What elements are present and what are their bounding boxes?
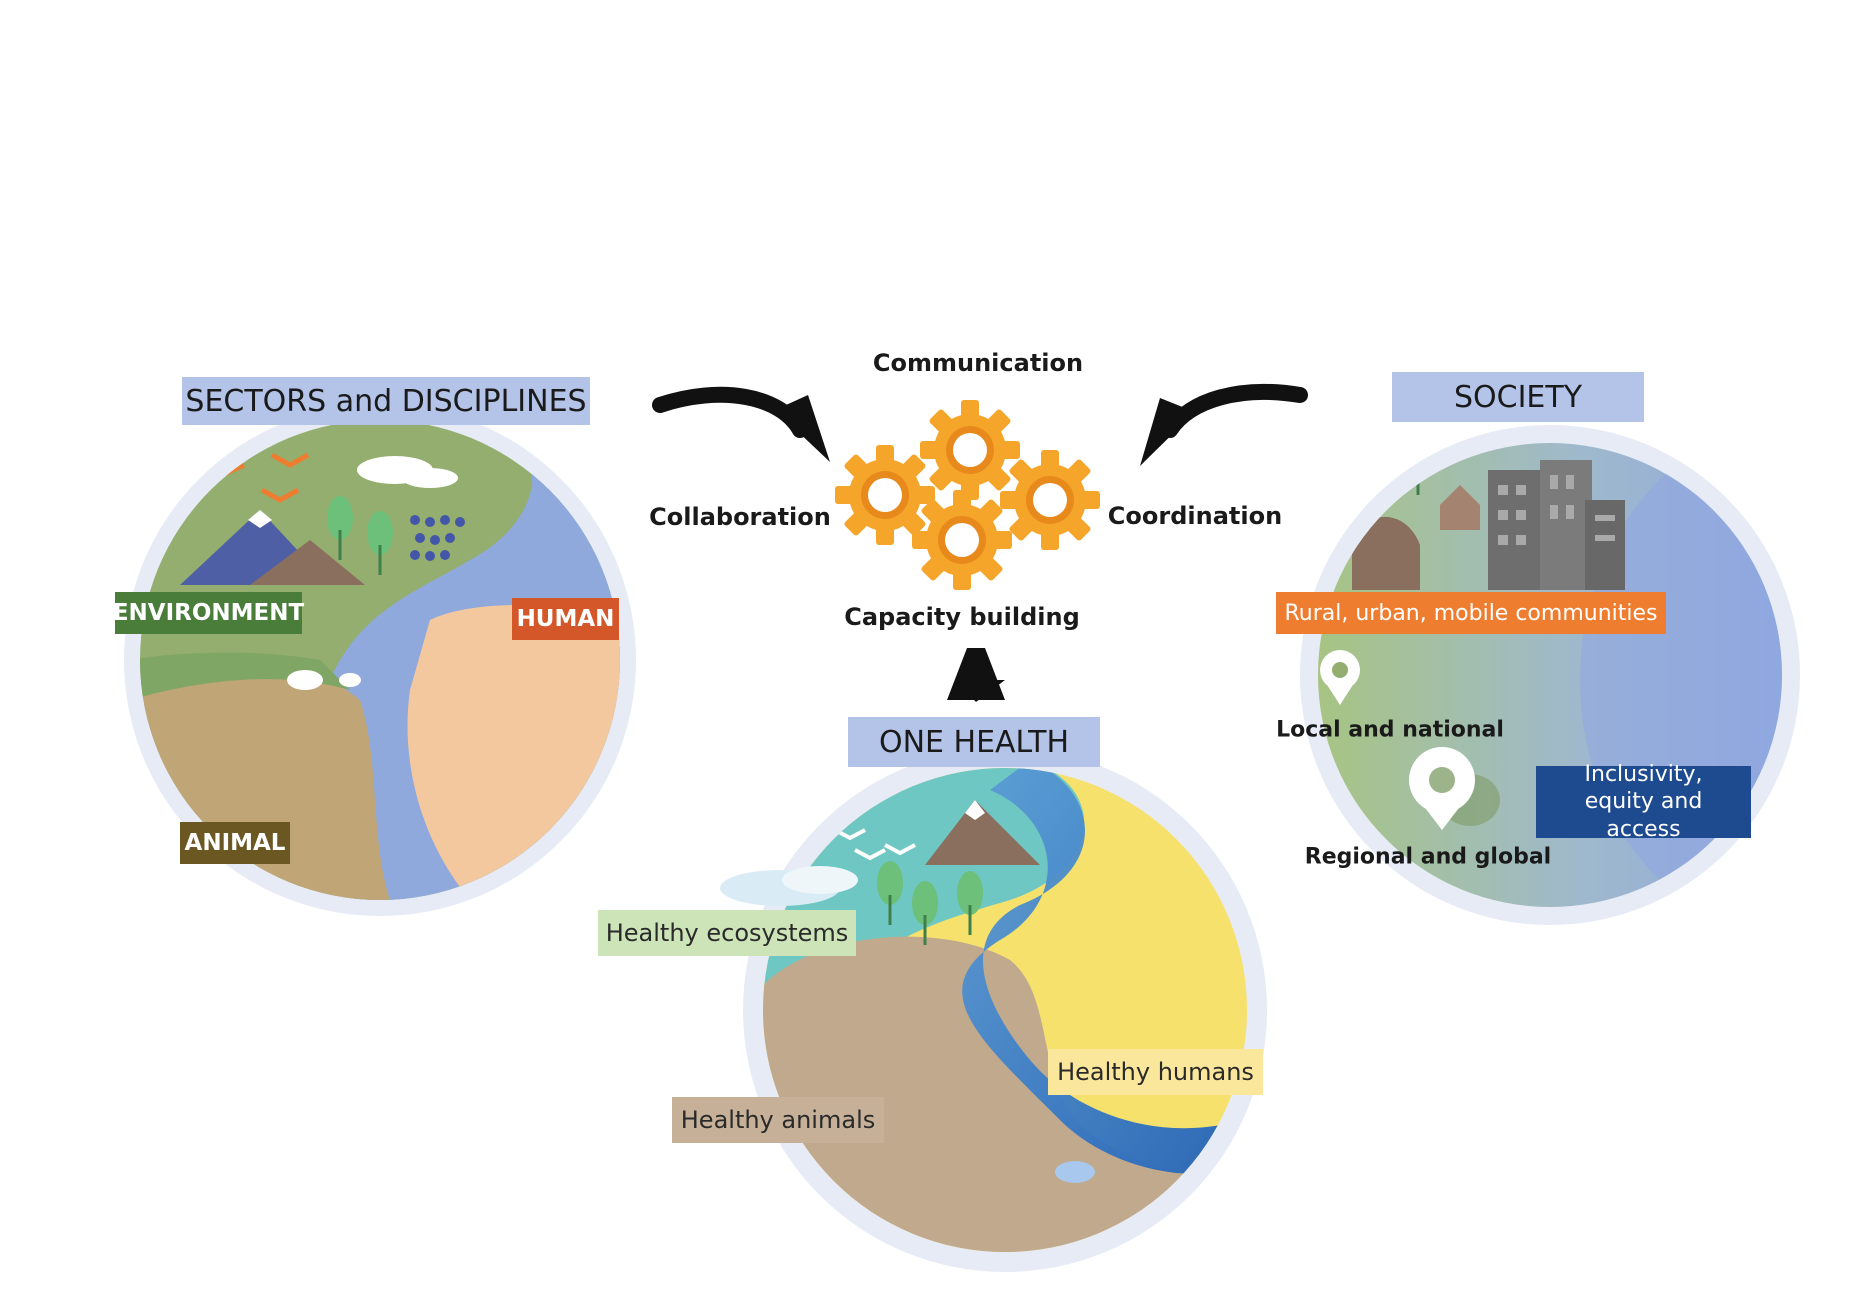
sectors-title: SECTORS and DISCIPLINES xyxy=(182,377,590,425)
regional-global-label: Regional and global xyxy=(1304,844,1552,870)
animal-label: ANIMAL xyxy=(180,822,290,864)
cloud-icon xyxy=(782,866,858,894)
sectors-circle xyxy=(140,420,620,900)
human-label: HUMAN xyxy=(512,598,619,640)
healthy-ecosystems-label: Healthy ecosystems xyxy=(598,910,856,956)
healthy-humans-label: Healthy humans xyxy=(1048,1049,1263,1095)
healthy-animals-label: Healthy animals xyxy=(672,1097,884,1143)
inclusivity-label: Inclusivity, equity and access xyxy=(1536,762,1751,842)
communities-label: Rural, urban, mobile communities xyxy=(1276,592,1666,634)
capacity-building-label: Capacity building xyxy=(844,603,1080,631)
environment-label: ENVIRONMENT xyxy=(113,592,304,634)
coordination-label: Coordination xyxy=(1107,502,1283,530)
collaboration-label: Collaboration xyxy=(649,503,831,531)
communication-label: Communication xyxy=(872,349,1084,377)
arrow-icon xyxy=(955,680,1005,702)
society-title: SOCIETY xyxy=(1392,372,1644,422)
local-national-label: Local and national xyxy=(1276,717,1504,743)
arrow-icon xyxy=(1140,398,1195,466)
gears-icon xyxy=(835,400,1100,590)
arrow-icon xyxy=(775,395,830,462)
one-health-title: ONE HEALTH xyxy=(848,717,1100,767)
